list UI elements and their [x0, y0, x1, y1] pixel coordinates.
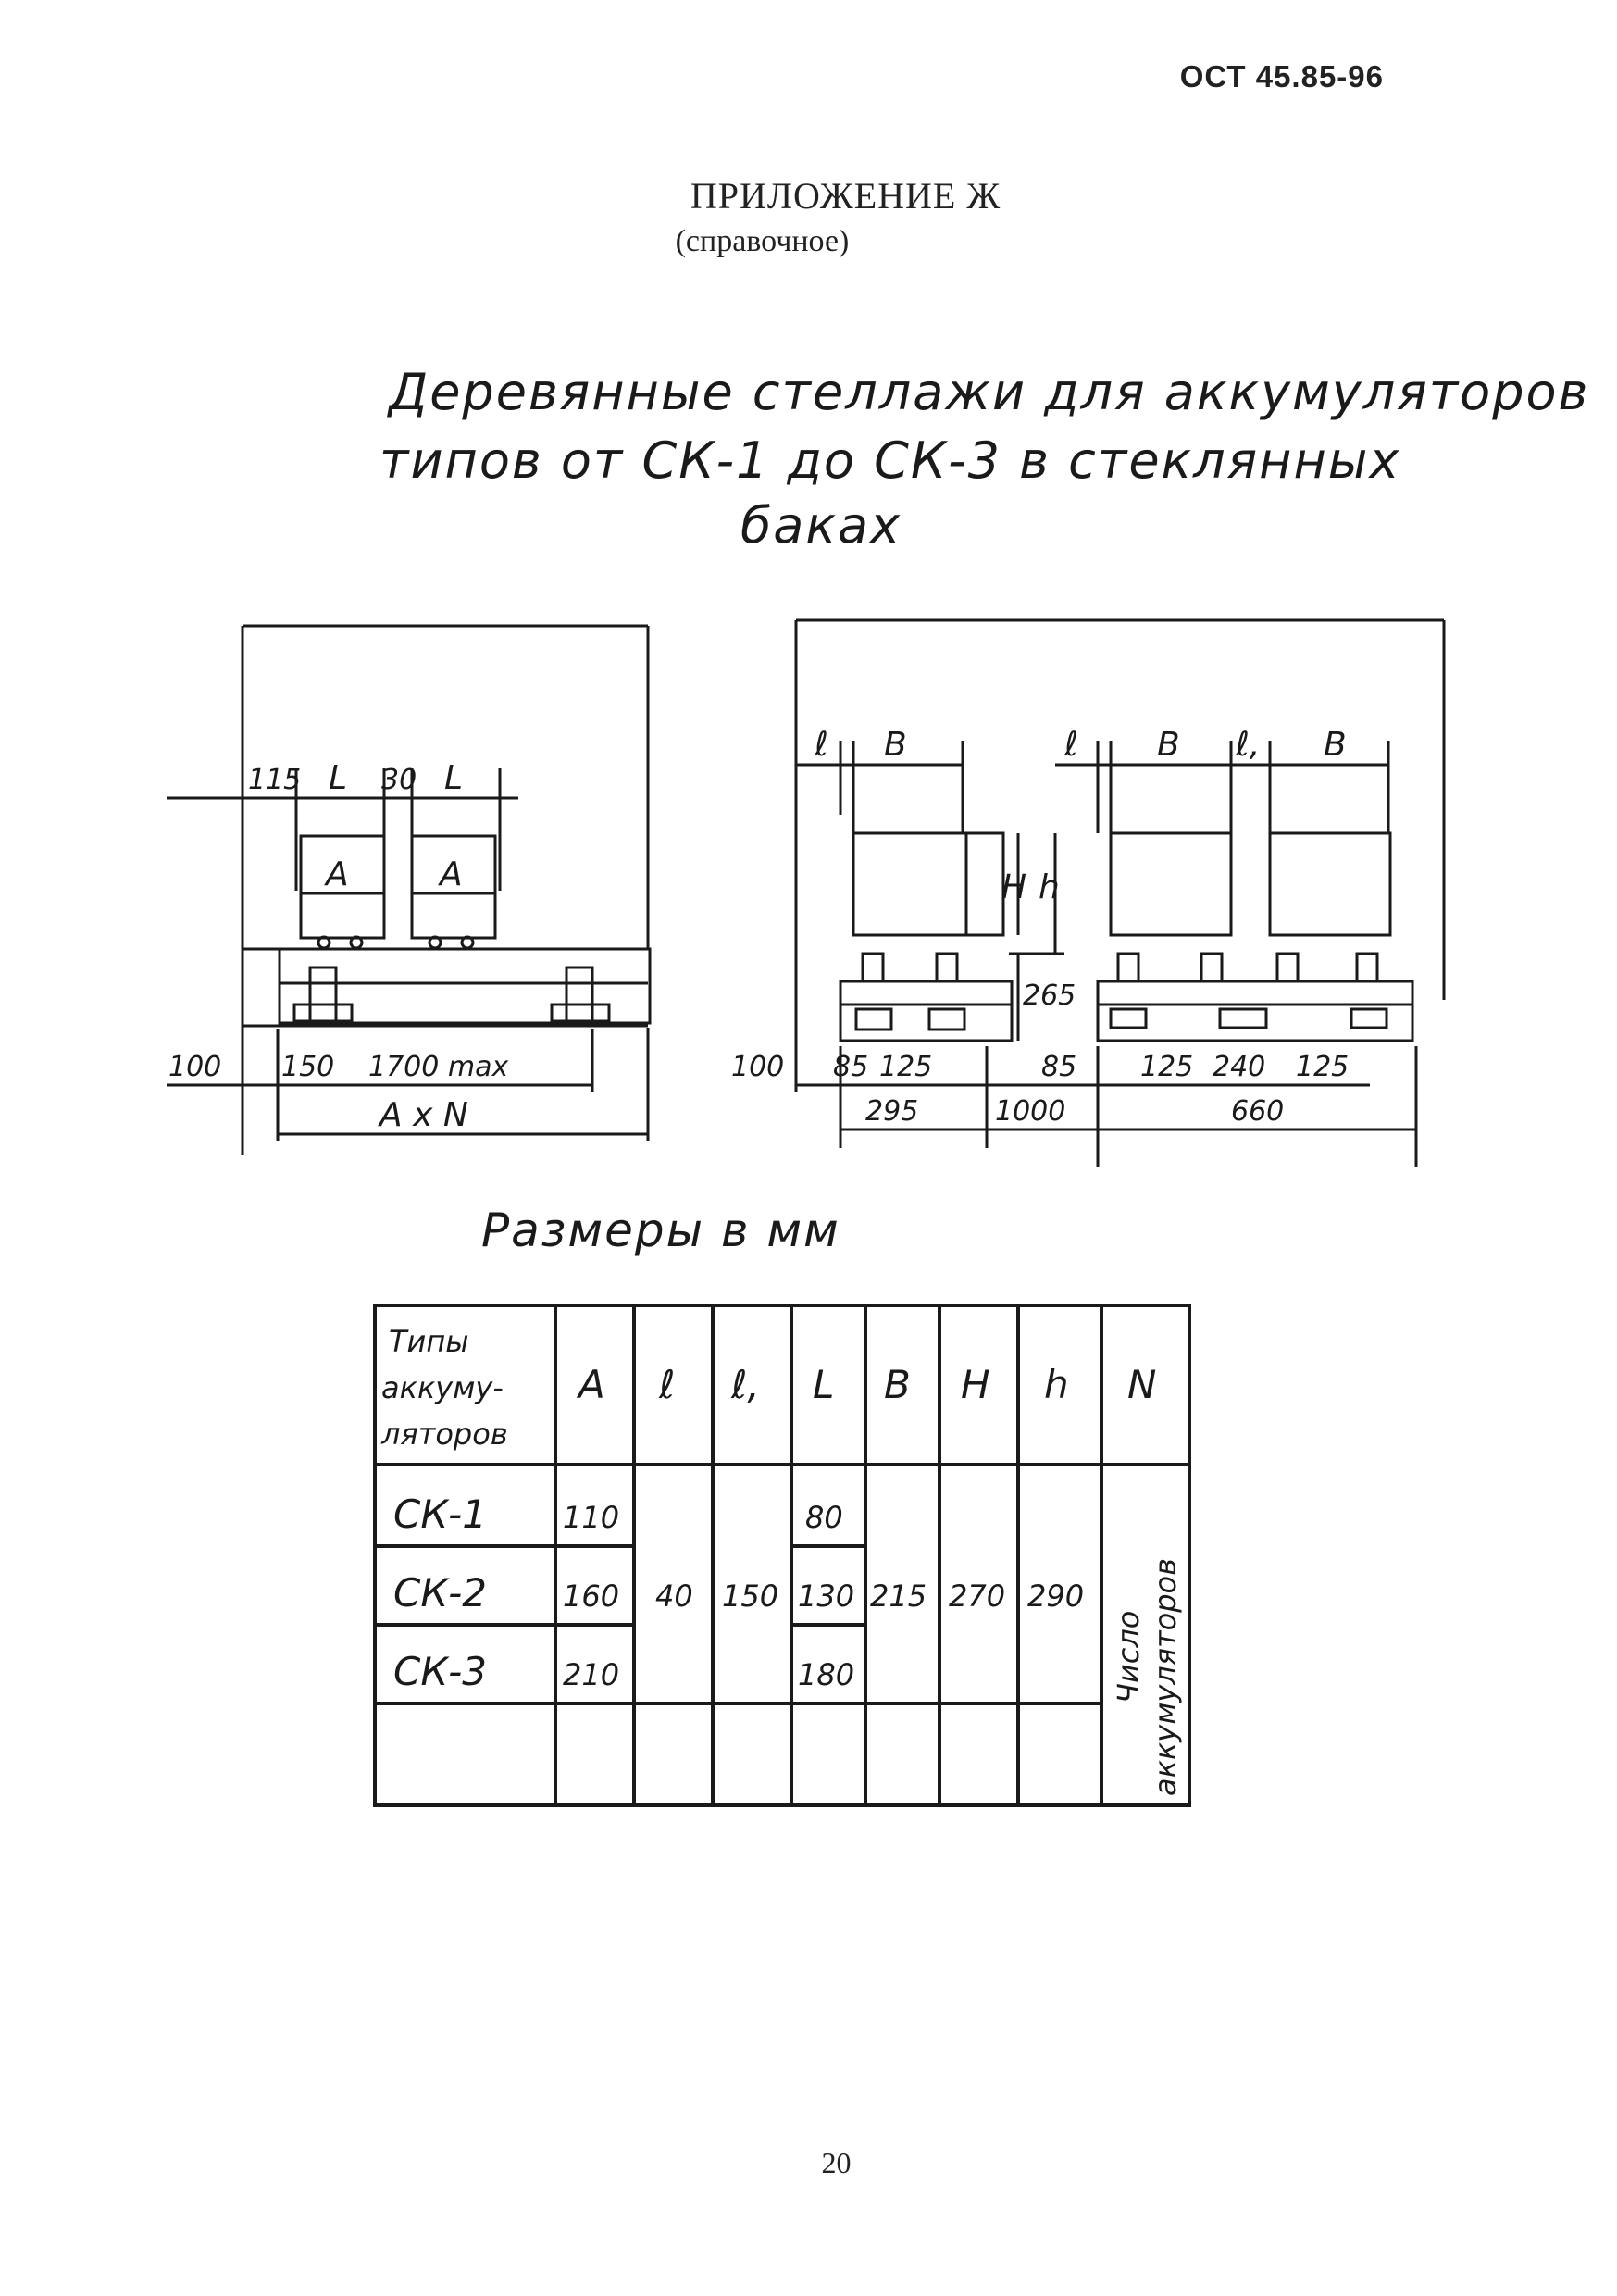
- header-type-line-1: Типы: [389, 1324, 469, 1359]
- header-N: N: [1127, 1362, 1156, 1407]
- dim-125-a: 125: [879, 1051, 932, 1083]
- header-A: A: [576, 1362, 605, 1407]
- appendix-title: ПРИЛОЖЕНИЕ Ж: [690, 175, 1001, 217]
- dim-240: 240: [1213, 1051, 1265, 1083]
- row-3-L: 180: [798, 1657, 854, 1692]
- dim-AxN: A x N: [378, 1096, 468, 1134]
- dim-l1: ℓ,: [1235, 726, 1260, 764]
- heading-line-1: Деревянные стеллажи для аккумуляторов: [389, 363, 1590, 421]
- battery-A-1: A: [324, 855, 349, 893]
- appendix-subtitle: (справочное): [675, 224, 850, 258]
- dim-265: 265: [1023, 980, 1076, 1012]
- dim-1700-max: 1700 max: [368, 1051, 508, 1083]
- dim-125-c: 125: [1296, 1051, 1349, 1083]
- heading-line-3: баках: [740, 496, 902, 555]
- row-1-A: 110: [563, 1500, 619, 1535]
- merged-l1: 150: [722, 1578, 778, 1614]
- document-code: ОСТ 45.85-96: [1179, 59, 1384, 94]
- dim-85-b: 85: [1041, 1051, 1076, 1083]
- merged-h: 290: [1027, 1578, 1084, 1614]
- header-h: h: [1044, 1362, 1069, 1407]
- row-2-type: СК-2: [393, 1570, 487, 1616]
- dim-85-a: 85: [833, 1051, 868, 1083]
- dim-L-2: L: [444, 759, 463, 797]
- dim-30: 30: [381, 764, 417, 796]
- heading-line-2: типов от СК-1 до СК-3 в стеклянных: [379, 431, 1401, 490]
- dim-l-2: ℓ: [1063, 726, 1078, 764]
- merged-N-line-2: аккумуляторов: [1148, 1558, 1183, 1796]
- header-B: B: [884, 1362, 911, 1407]
- dim-150: 150: [281, 1051, 334, 1083]
- row-2-A: 160: [563, 1578, 619, 1614]
- drawing-right: ℓ B ℓ B ℓ, B H h 265 100 85 125 85 125 2…: [731, 618, 1446, 1167]
- drawing-left: 115 L 30 L A A 100 150 1700 max A x N: [167, 624, 652, 1155]
- dim-B-3: B: [1324, 726, 1347, 764]
- merged-l: 40: [655, 1578, 693, 1614]
- header-L: L: [813, 1362, 834, 1407]
- dim-100-right: 100: [731, 1051, 784, 1083]
- merged-B: 215: [870, 1578, 927, 1614]
- row-1-type: СК-1: [393, 1491, 487, 1537]
- header-H: H: [961, 1362, 990, 1407]
- row-1-L: 80: [805, 1500, 843, 1535]
- dim-115: 115: [248, 764, 301, 796]
- row-3-type: СК-3: [393, 1649, 487, 1694]
- units-note: Размеры в мм: [481, 1204, 840, 1257]
- dim-B-1: B: [884, 726, 907, 764]
- merged-H: 270: [949, 1578, 1005, 1614]
- header-type-line-3: ляторов: [380, 1416, 508, 1452]
- header-l: ℓ: [658, 1362, 675, 1407]
- header-type-line-2: аккуму-: [381, 1370, 504, 1405]
- dim-125-b: 125: [1140, 1051, 1193, 1083]
- merged-N-line-1: Число: [1111, 1611, 1146, 1703]
- row-3-A: 210: [563, 1657, 619, 1692]
- dim-H: H: [1001, 868, 1026, 906]
- dim-h: h: [1039, 868, 1060, 906]
- dim-B-2: B: [1157, 726, 1180, 764]
- header-l1: ℓ,: [730, 1362, 760, 1407]
- dim-1000: 1000: [995, 1095, 1065, 1128]
- row-2-L: 130: [798, 1578, 854, 1614]
- dim-100: 100: [168, 1051, 221, 1083]
- page-number: 20: [821, 2146, 852, 2179]
- dim-L-1: L: [329, 759, 347, 797]
- dim-295: 295: [865, 1095, 918, 1128]
- battery-A-2: A: [438, 855, 463, 893]
- dim-l-1: ℓ: [814, 726, 828, 764]
- dim-660: 660: [1231, 1095, 1284, 1128]
- dimensions-table: Типы аккуму- ляторов A ℓ ℓ, L B H h N СК…: [373, 1304, 1191, 1807]
